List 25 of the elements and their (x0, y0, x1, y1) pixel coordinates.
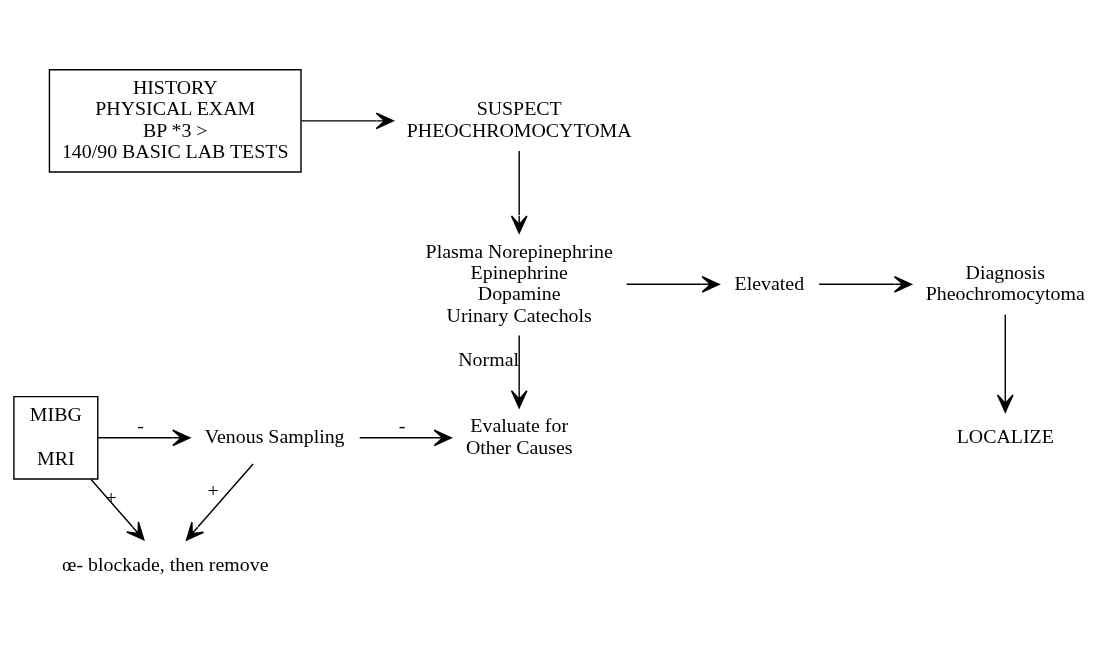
edge-label: Normal (458, 347, 519, 370)
edge-label: + (207, 478, 219, 501)
node-box: MIBG MRI (13, 395, 99, 480)
arrow (510, 149, 528, 234)
node-text: Diagnosis Pheochromocytoma (925, 260, 1085, 304)
arrow (90, 478, 145, 540)
arrow (185, 462, 254, 541)
arrow (359, 428, 452, 446)
arrow (818, 275, 913, 293)
node-text: œ- blockade, then remove (62, 552, 269, 575)
arrow (510, 334, 528, 408)
node-box: HISTORY PHYSICAL EXAM BP *3 > 140/90 BASIC LAB TESTS (48, 68, 302, 173)
arrow (996, 313, 1014, 413)
node-text: Plasma Norepinephrine Epinephrine Dopamine Urinary Catechols (425, 239, 613, 326)
edge-label: - (398, 413, 406, 436)
edge-label: + (105, 485, 117, 508)
node-text: LOCALIZE (956, 424, 1054, 447)
arrow (625, 275, 720, 293)
arrow (97, 428, 191, 446)
node-text: Evaluate for Other Causes (465, 413, 573, 458)
arrow (300, 111, 395, 129)
node-text: Elevated (734, 271, 805, 294)
node-text: Venous Sampling (204, 424, 345, 447)
edge-label: - (137, 413, 144, 436)
node-text: SUSPECT PHEOCHROMOCYTOMA (406, 96, 632, 141)
